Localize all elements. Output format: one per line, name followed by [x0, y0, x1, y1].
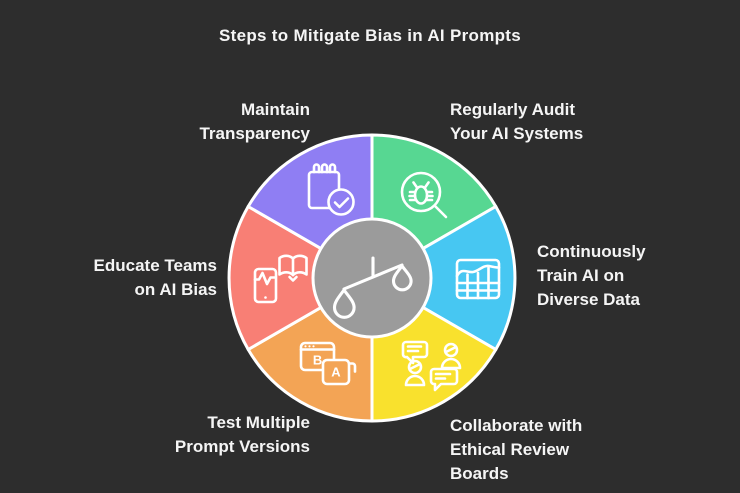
letter-a: A — [331, 365, 341, 380]
bug-magnifier-icon — [400, 171, 448, 219]
balance-scale-icon — [332, 256, 413, 319]
segment-label-educate-teams: Educate Teams on AI Bias — [93, 256, 217, 299]
ab-test-icon: B A — [299, 341, 357, 386]
segment-label-collaborate-boards: Collaborate with Ethical Review Boards — [450, 416, 583, 483]
letter-b: B — [313, 353, 322, 368]
segment-label-maintain-transparency: Maintain Transparency — [199, 100, 310, 143]
segment-wedge-continuously-train — [370, 205, 517, 351]
chart-grid-icon — [455, 258, 501, 300]
segment-label-regularly-audit: Regularly Audit Your AI Systems — [450, 100, 584, 143]
page-title: Steps to Mitigate Bias in AI Prompts — [218, 26, 522, 45]
segment-wedge-educate-teams — [227, 205, 374, 351]
notepad-check-icon — [307, 163, 355, 216]
segment-label-continuously-train: Continuously Train AI on Diverse Data — [537, 242, 646, 309]
segment-label-test-prompts: Test Multiple Prompt Versions — [174, 413, 310, 456]
smartphone-book-icon — [253, 254, 308, 304]
discussion-people-icon — [401, 340, 462, 392]
